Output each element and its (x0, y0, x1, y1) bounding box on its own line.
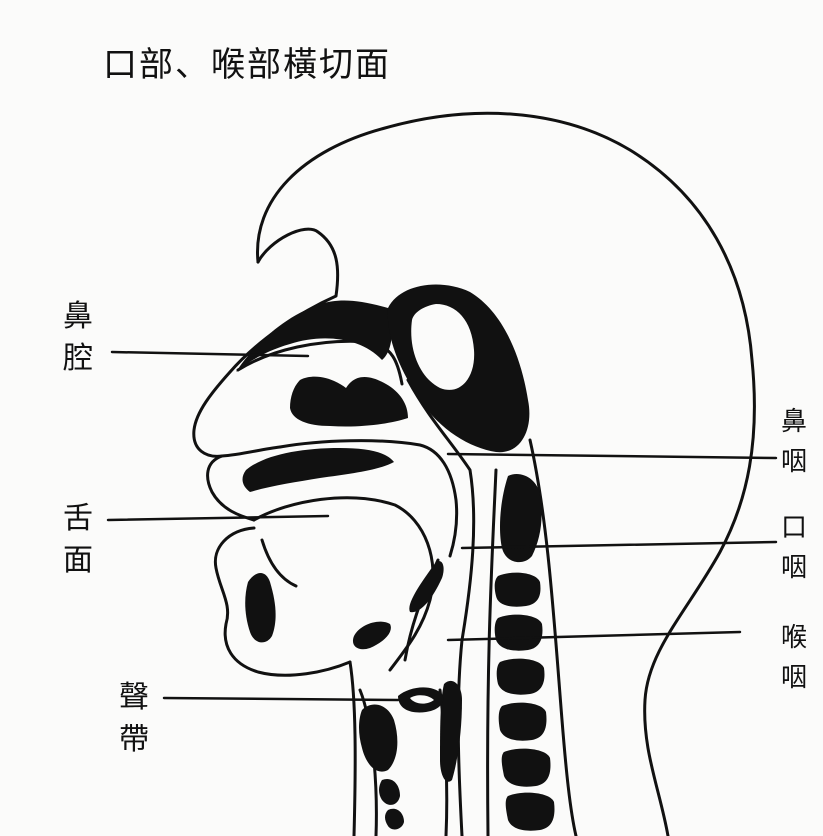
chin-outline (215, 528, 350, 675)
hyoid-shape (353, 622, 391, 650)
hard-palate-shape (243, 448, 394, 492)
diagram-title: 口部、喉部橫切面 (103, 48, 391, 82)
leader-line-tongue (108, 516, 328, 520)
label-oropharynx: 口咽 (779, 508, 809, 588)
tongue-outline (254, 498, 433, 670)
spine-front-outline (488, 470, 496, 836)
thyroid-cartilage-shape (359, 705, 397, 772)
leader-line-nasopharynx (448, 454, 776, 458)
label-nasal-cavity: 鼻腔 (60, 296, 96, 380)
label-laryngopharynx: 喉咽 (779, 618, 809, 698)
frontal-sinus-shape (236, 301, 392, 372)
label-vocal-cords: 聲帶 (116, 677, 152, 761)
vertebra-c4 (497, 659, 545, 695)
vocal-fold-shape (398, 687, 443, 712)
vertebra-c1 (500, 474, 542, 562)
nasal-turbinate-shape (290, 377, 408, 427)
trachea-ring-shape (385, 809, 404, 830)
jaw-bone-shape (245, 573, 275, 642)
leader-line-laryngopharynx (448, 632, 740, 640)
sphenoid-sinus-shape (388, 285, 530, 453)
neck-front-outline (350, 662, 355, 836)
epiglottis-shape (409, 561, 443, 612)
vertebra-c2 (495, 573, 541, 607)
vertebra-c5 (499, 703, 547, 741)
vertebra-c6 (502, 749, 551, 787)
label-tongue-surface: 舌面 (60, 498, 96, 582)
vertebra-c7 (506, 793, 555, 831)
label-nasopharynx: 鼻咽 (779, 402, 809, 482)
cricoid-cartilage-shape (379, 779, 400, 805)
vertebra-c3 (495, 615, 543, 651)
